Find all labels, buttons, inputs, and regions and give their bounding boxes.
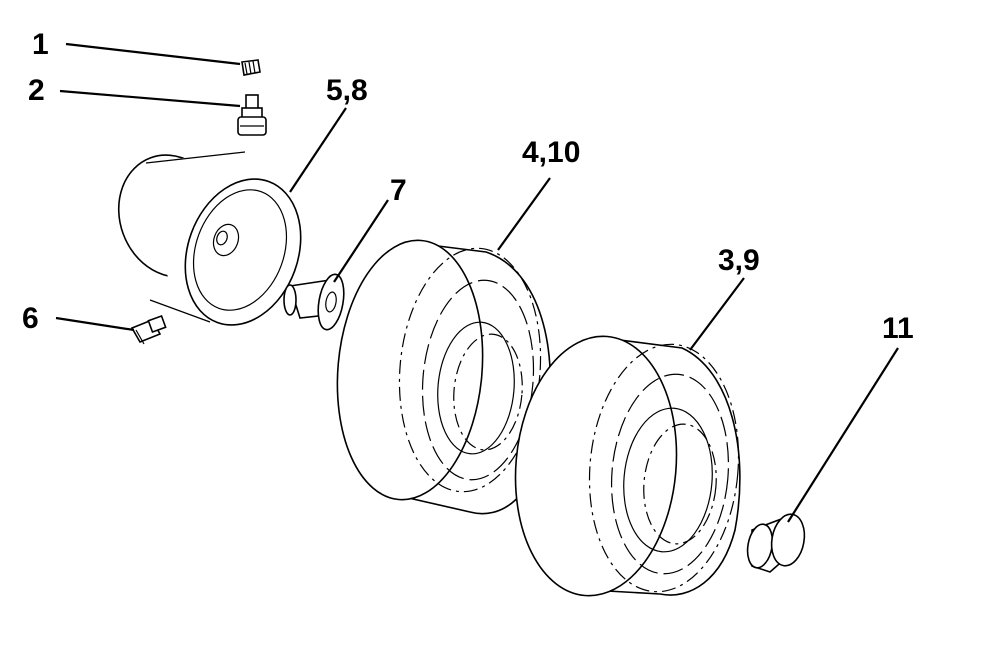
part-front-tire [336, 239, 552, 515]
leader-line-6 [55, 316, 135, 332]
leader-line-11 [787, 347, 899, 523]
callout-3-9: 3,9 [718, 244, 760, 277]
callout-4-10: 4,10 [522, 136, 580, 169]
leader-line-58 [289, 107, 347, 193]
callout-11: 11 [882, 312, 914, 345]
callout-7: 7 [390, 174, 407, 207]
callout-6: 6 [22, 302, 39, 335]
leader-line-2 [59, 89, 241, 108]
part-bushing [283, 273, 345, 331]
part-valve-cap [241, 59, 261, 76]
leader-line-1 [65, 42, 241, 66]
part-hub-cap [746, 513, 806, 573]
callout-2: 2 [28, 74, 45, 107]
callout-5-8: 5,8 [326, 74, 368, 107]
part-rim [117, 150, 302, 330]
part-rear-tire [514, 335, 741, 597]
callout-1: 1 [32, 28, 49, 61]
leader-line-39 [689, 277, 745, 351]
part-valve-stem [237, 94, 267, 136]
part-lug-bolt [130, 314, 167, 345]
leader-line-7 [333, 199, 389, 283]
leader-line-410 [497, 177, 551, 251]
